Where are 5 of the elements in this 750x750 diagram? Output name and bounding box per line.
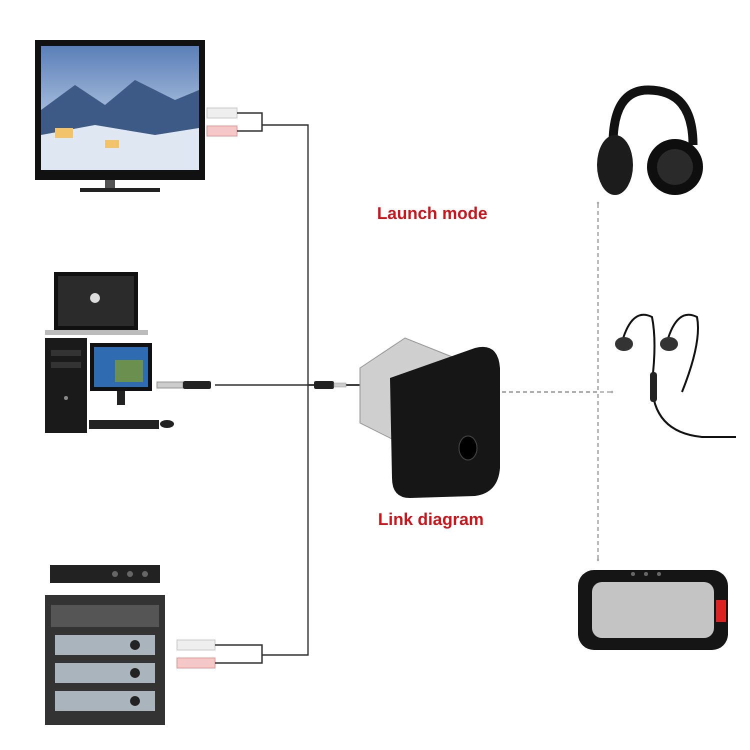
caption-label: Link diagram (378, 510, 484, 530)
audio-cable (262, 384, 360, 656)
dashed-link-line (502, 391, 600, 562)
audio-rack-drawing (45, 565, 262, 725)
caption-label: Launch mode (377, 204, 488, 224)
